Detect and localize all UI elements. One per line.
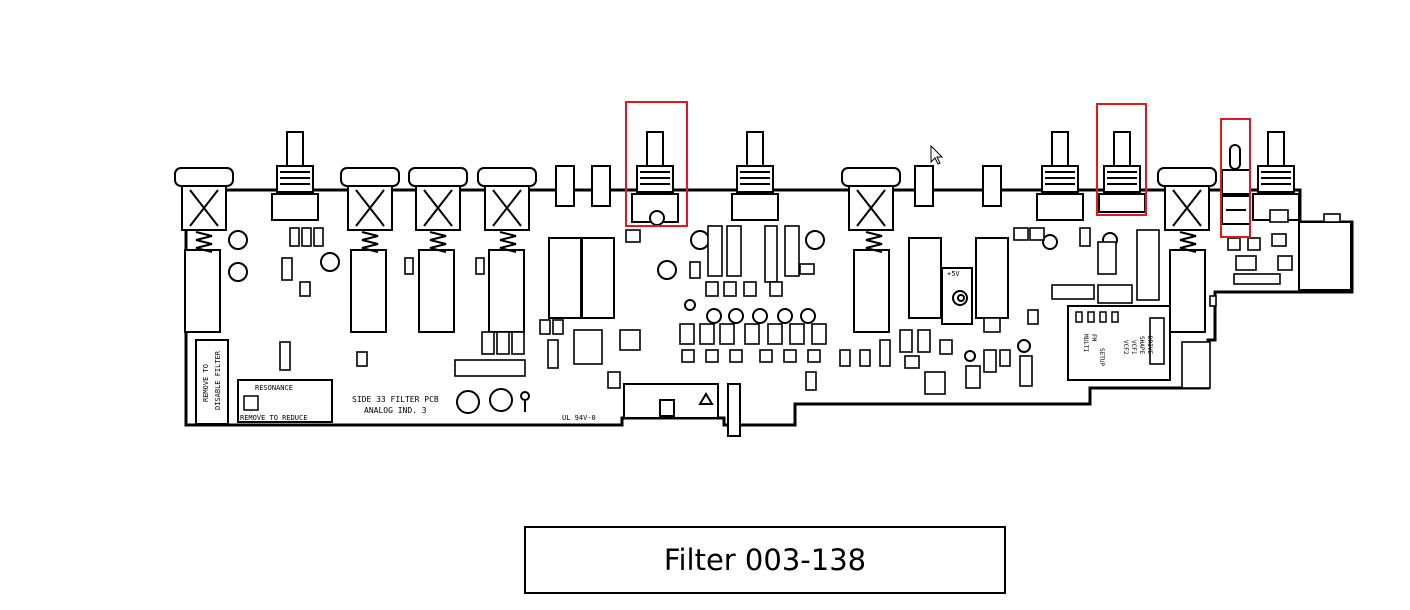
slide-switch-group — [555, 165, 1002, 207]
highlight-box-switch — [1220, 118, 1251, 238]
resonance-box — [237, 379, 333, 423]
potentiometer — [1036, 131, 1084, 221]
capacitor-group — [228, 230, 1205, 414]
test-point-group — [520, 294, 965, 412]
board-title-line-1: SIDE 33 FILTER PCB — [352, 395, 439, 404]
potentiometer — [1252, 131, 1300, 221]
resonance-note: REMOVE TO REDUCE — [240, 414, 307, 422]
switch-label-vcf1: VCF1 — [1130, 340, 1137, 355]
cursor-icon — [930, 144, 944, 165]
jack-socket — [841, 167, 901, 231]
switch-row — [1075, 311, 1119, 323]
board-part-label: UL 94V-0 — [562, 414, 596, 422]
smd-part-group — [279, 209, 1341, 395]
regulator-label: +5V — [947, 270, 960, 278]
toggle-switch — [1221, 144, 1251, 225]
potentiometer — [271, 131, 319, 221]
highlight-group — [625, 101, 1251, 238]
resonance-label: RESONANCE — [255, 384, 293, 392]
setup-label: SETUP — [1098, 348, 1105, 366]
left-note-box — [195, 339, 229, 425]
switch-label-shape: SHAPE — [1138, 336, 1145, 354]
pcb-diagram: REMOVE TO DISABLE FILTER RESONANCE REMOV… — [174, 101, 1354, 437]
switch-block — [1067, 305, 1171, 381]
spring-group — [195, 231, 1197, 253]
switch-label-multi: MULTI — [1082, 334, 1089, 352]
potentiometer — [1098, 131, 1146, 213]
left-note-line-2: DISABLE FILTER — [214, 350, 222, 410]
jack-socket — [174, 167, 234, 231]
highlight-box-pot-2 — [1096, 103, 1147, 216]
potentiometer — [631, 131, 679, 226]
switch-label-drive: DRIVE — [1146, 336, 1153, 354]
jack-socket — [1157, 167, 1217, 231]
tall-component-group — [184, 221, 1352, 333]
caption-text: Filter 003-138 — [663, 543, 867, 577]
resonance-jumper — [243, 395, 259, 411]
board-title-line-2: ANALOG IND. 3 — [364, 406, 427, 415]
switch-label-fm: FM — [1090, 334, 1097, 342]
highlight-box-pot-1 — [625, 101, 688, 227]
jack-socket — [408, 167, 468, 231]
potentiometer-group — [271, 131, 1300, 226]
connector-header — [623, 383, 741, 437]
jack-socket-group — [174, 167, 1217, 231]
potentiometer — [731, 131, 779, 221]
jack-socket — [340, 167, 400, 231]
switch-label-vcf2: VCF2 — [1122, 340, 1129, 355]
caption-box: Filter 003-138 — [524, 526, 1006, 594]
left-note-line-1: REMOVE TO — [202, 364, 210, 402]
jack-socket — [477, 167, 537, 231]
